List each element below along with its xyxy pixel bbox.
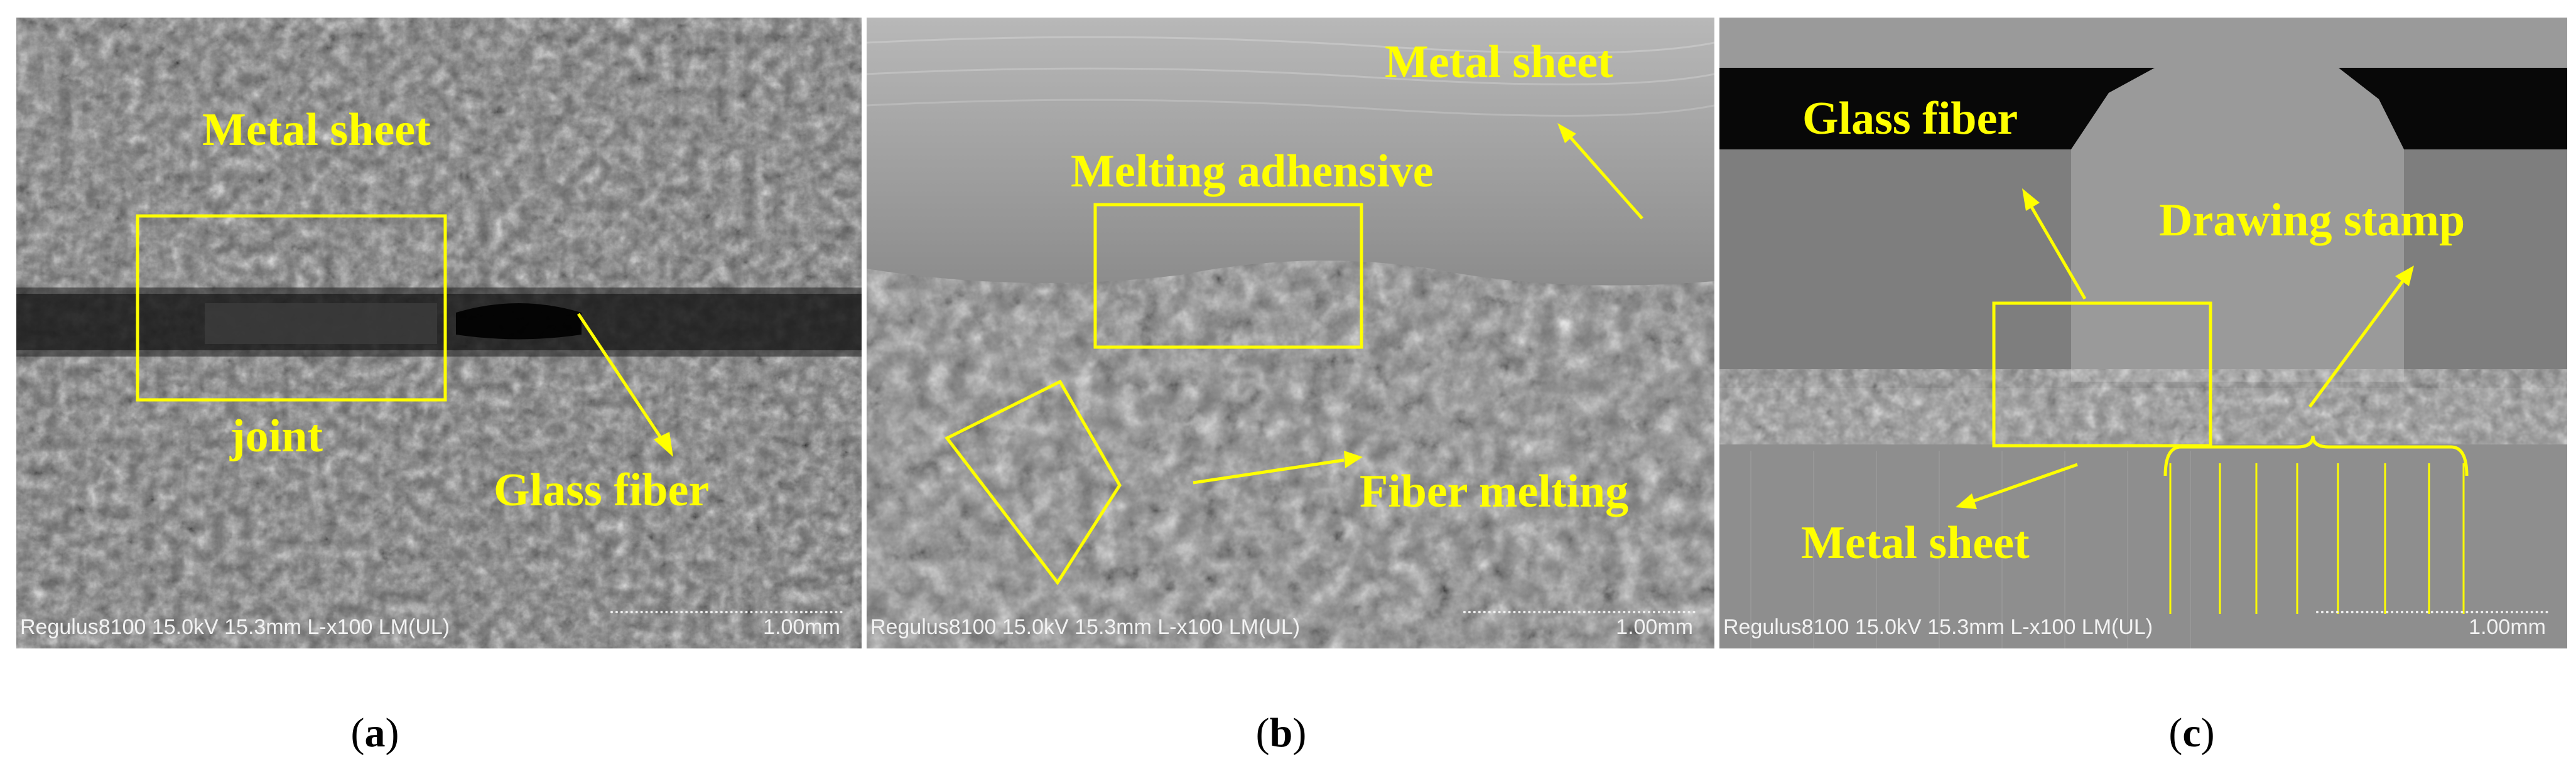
scale-label-b: 1.00mm [1616, 615, 1693, 639]
label-glass-fiber-a: Glass fiber [494, 465, 710, 516]
caption-letter-b: b [1269, 710, 1293, 756]
sem-texture-b [867, 18, 1714, 648]
label-metal-sheet-b: Metal sheet [1385, 36, 1613, 88]
annotation-overlay-b [944, 123, 1643, 586]
annotation-overlay-c [1956, 188, 2469, 614]
sem-texture-a [16, 18, 862, 648]
caption-letter-c: c [2182, 710, 2201, 756]
sem-texture-c [1719, 18, 2567, 648]
sem-info-c: Regulus8100 15.0kV 15.3mm L-x100 LM(UL) [1723, 615, 2153, 639]
sem-info-a: Regulus8100 15.0kV 15.3mm L-x100 LM(UL) [20, 615, 450, 639]
label-drawing-stamp-c: Drawing stamp [2159, 195, 2465, 246]
annotation-overlay-a [136, 214, 673, 457]
scale-bar-b [1463, 611, 1696, 613]
label-fiber-melting-b: Fiber melting [1360, 466, 1629, 517]
scale-bar-a [610, 611, 843, 613]
caption-b: (b) [1255, 710, 1307, 756]
sem-panel-a: Metal sheet joint Glass fiber Regulus810… [16, 18, 862, 648]
scale-bar-c [2316, 611, 2548, 613]
sem-info-b: Regulus8100 15.0kV 15.3mm L-x100 LM(UL) [870, 615, 1301, 639]
label-joint-a: joint [230, 411, 323, 462]
label-melting-adhesive-b: Melting adhensive [1071, 146, 1434, 197]
caption-c: (c) [2168, 710, 2215, 756]
sem-panel-c: Glass fiber Drawing stamp Metal sheet Re… [1719, 18, 2567, 648]
label-glass-fiber-c: Glass fiber [1802, 93, 2018, 144]
scale-label-c: 1.00mm [2469, 615, 2546, 639]
label-metal-sheet-a: Metal sheet [202, 104, 431, 156]
label-metal-sheet-c: Metal sheet [1801, 517, 2030, 569]
scale-label-a: 1.00mm [763, 615, 840, 639]
caption-a: (a) [350, 710, 399, 756]
caption-letter-a: a [364, 710, 386, 756]
sem-panel-b: Metal sheet Melting adhensive Fiber melt… [867, 18, 1714, 648]
